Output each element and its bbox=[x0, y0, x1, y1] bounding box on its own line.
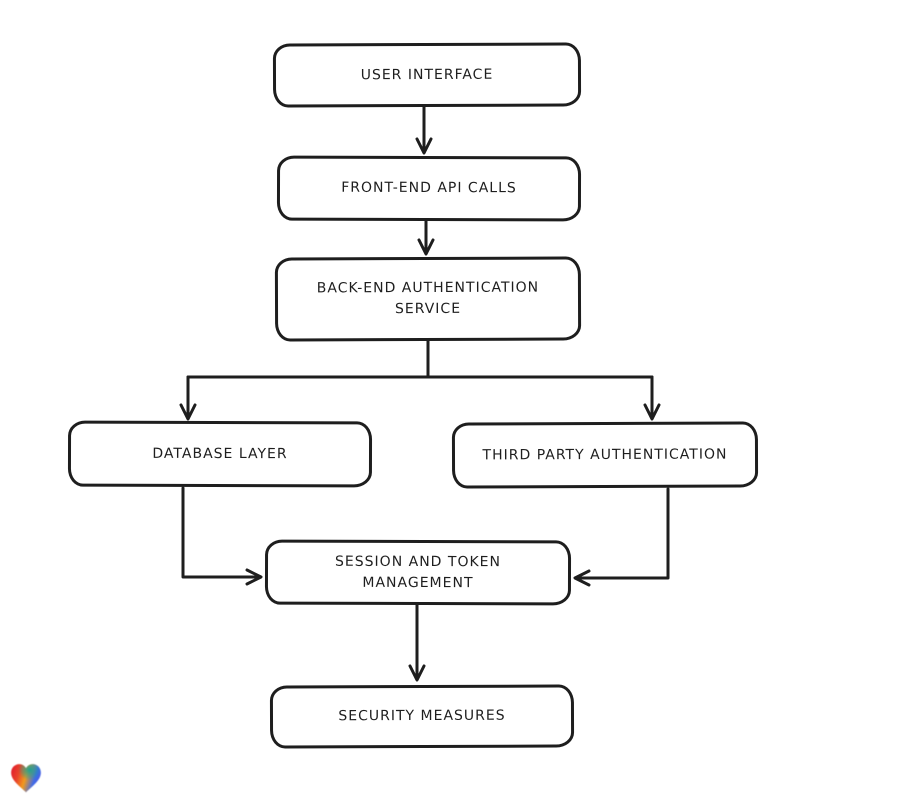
node-back-end-authentication-service: BACK-END AUTHENTICATION SERVICE bbox=[274, 256, 582, 342]
edge-front-end-to-back-end bbox=[417, 219, 435, 256]
node-label: SECURITY MEASURES bbox=[338, 707, 506, 725]
edge-third-party-to-session bbox=[573, 487, 670, 587]
edge-back-end-split bbox=[179, 339, 661, 421]
node-label: FRONT-END API CALLS bbox=[341, 179, 517, 197]
node-third-party-authentication: THIRD PARTY AUTHENTICATION bbox=[451, 421, 759, 489]
edge-database-to-session bbox=[181, 486, 263, 586]
node-front-end-api-calls: FRONT-END API CALLS bbox=[276, 155, 582, 222]
node-label: USER INTERFACE bbox=[360, 66, 494, 83]
node-label: DATABASE LAYER bbox=[152, 445, 288, 462]
node-user-interface: USER INTERFACE bbox=[272, 42, 582, 108]
node-label: THIRD PARTY AUTHENTICATION bbox=[482, 446, 728, 463]
heart-logo-icon[interactable] bbox=[9, 762, 43, 795]
node-label: SESSION AND TOKEN MANAGEMENT bbox=[335, 553, 502, 591]
edge-session-to-security bbox=[408, 603, 426, 682]
edge-user-interface-to-front-end bbox=[415, 105, 433, 155]
node-session-and-token-management: SESSION AND TOKEN MANAGEMENT bbox=[264, 539, 572, 606]
node-security-measures: SECURITY MEASURES bbox=[269, 684, 575, 749]
node-database-layer: DATABASE LAYER bbox=[67, 420, 373, 488]
node-label: BACK-END AUTHENTICATION SERVICE bbox=[316, 279, 540, 318]
